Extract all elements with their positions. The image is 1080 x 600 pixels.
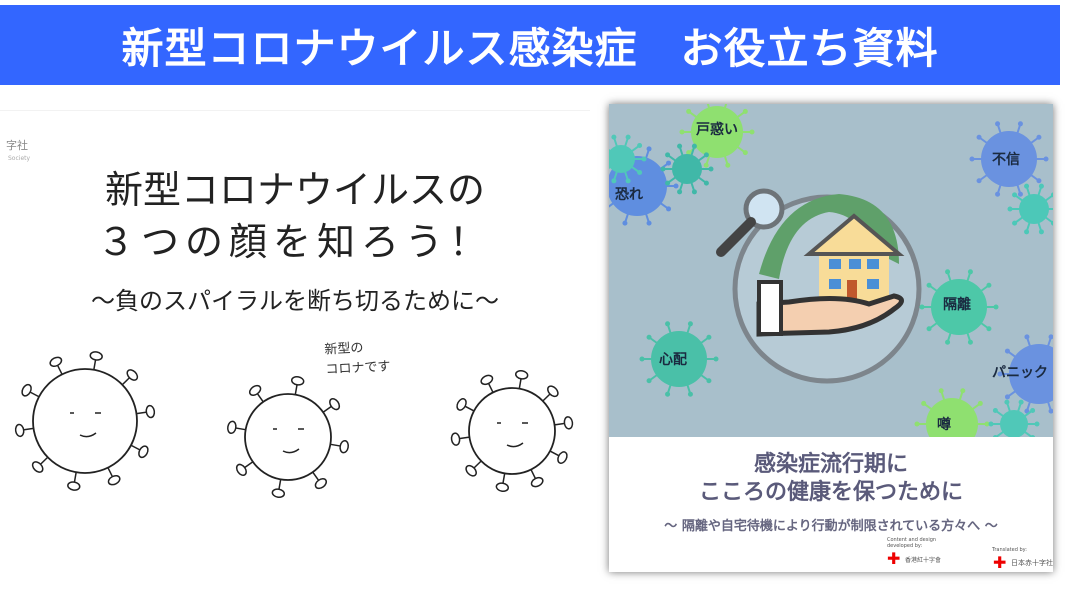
poster-subtitle: 〜 隔離や自宅待機により行動が制限されている方々へ 〜	[664, 519, 998, 534]
virus-icon	[919, 269, 999, 345]
virus-icon	[969, 121, 1049, 197]
virus-drawing	[450, 370, 574, 492]
virus-label: 噂	[937, 417, 951, 433]
org-logo-subtext: Society	[8, 155, 31, 162]
virus-drawing	[14, 351, 156, 491]
virus-icon	[609, 134, 647, 184]
poster-title-line2: こころの健康を保つために	[698, 480, 963, 505]
virus-icon	[639, 321, 719, 397]
virus-label: 不信	[992, 152, 1020, 168]
virus-drawing	[227, 376, 349, 498]
virus-label: 戸惑い	[696, 122, 738, 138]
virus-label: パニック	[992, 365, 1048, 381]
poster-illustration	[609, 104, 1053, 444]
virus-icon	[914, 388, 990, 444]
virus-icon	[1007, 183, 1053, 235]
virus-icon	[997, 334, 1053, 414]
virus-icon	[660, 143, 714, 195]
credit-right: Translated by:	[992, 547, 1027, 553]
corona-three-faces-thumbnail[interactable]: 字社 Society 新型コロナウイルスの ３つの顔を知ろう！ 〜負のスパイラル…	[0, 110, 590, 545]
virus-label: 心配	[659, 352, 687, 368]
credit-right-org: 日本赤十字社	[1011, 559, 1053, 567]
page-banner-title: 新型コロナウイルス感染症 お役立ち資料	[0, 5, 1060, 85]
org-logo-text: 字社	[6, 139, 28, 152]
virus-label: 恐れ	[615, 187, 643, 203]
virus-icon	[679, 104, 755, 168]
red-cross-logo: ✚	[887, 549, 901, 568]
red-cross-logo: ✚	[993, 553, 1007, 572]
credit-left: Content and design developed by:	[887, 537, 937, 549]
globe-land-icon	[759, 194, 899, 279]
card-title-line2: ３つの顔を知ろう！	[96, 220, 493, 264]
card-subtitle: 〜負のスパイラルを断ち切るために〜	[91, 287, 499, 315]
magnifier-icon	[743, 188, 785, 230]
virus-label: 隔離	[943, 297, 971, 313]
hand-icon	[756, 293, 904, 337]
poster-title-line1: 感染症流行期に	[753, 452, 908, 477]
poster-footer: 感染症流行期に こころの健康を保つために 〜 隔離や自宅待機により行動が制限され…	[609, 437, 1053, 572]
card-title-line1: 新型コロナウイルスの	[104, 168, 485, 212]
mental-health-poster-thumbnail[interactable]: 戸惑い 恐れ 不信 隔離 心配 パニック 噂 感染症流行期に こころの健康を保つ…	[609, 104, 1053, 572]
credit-left-org: 香港紅十字會	[905, 557, 942, 564]
virus-drawings	[14, 351, 574, 498]
